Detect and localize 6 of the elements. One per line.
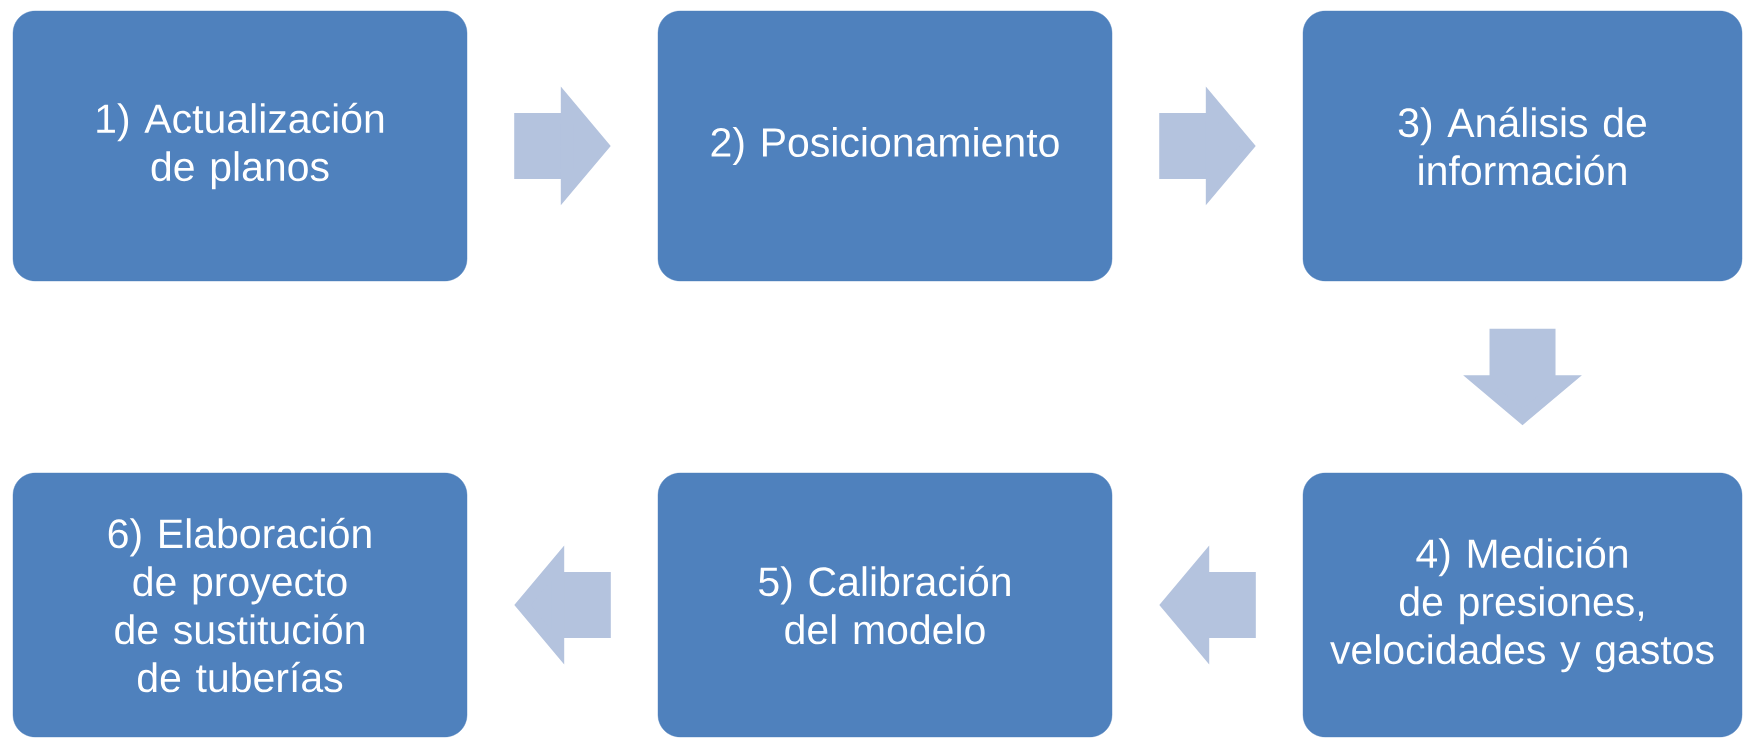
process-box: 1) Actualización de planos <box>12 10 468 282</box>
process-box: 3) Análisis de información <box>1302 10 1743 282</box>
process-box: 2) Posicionamiento <box>657 10 1113 282</box>
process-box: 4) Medición de presiones, velocidades y gastos <box>1302 472 1743 738</box>
process-box: 6) Elaboración de proyecto de sustitución de tuberías <box>12 472 468 738</box>
process-box: 5) Calibración del modelo <box>657 472 1113 738</box>
